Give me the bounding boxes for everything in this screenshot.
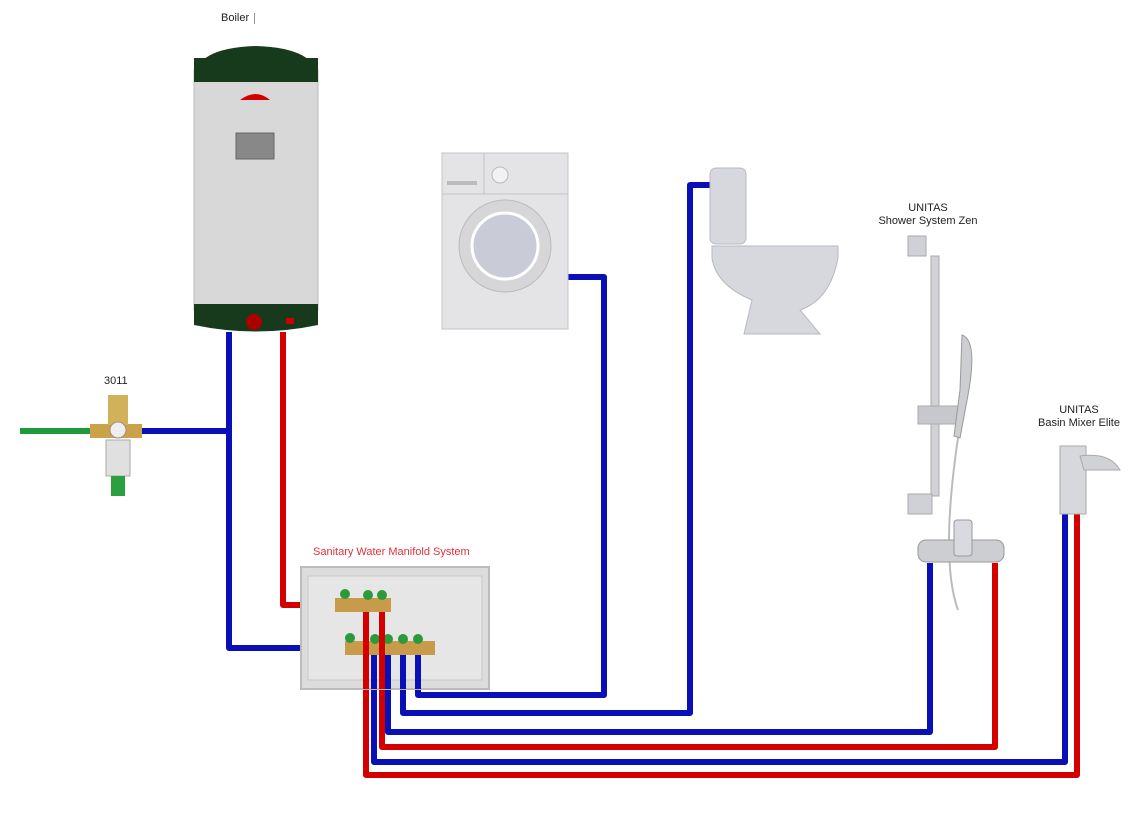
basin-label: UNITAS Basin Mixer Elite [1024,404,1134,430]
boiler-hot-pipe [280,332,340,608]
shower-cold-pipe [385,563,933,735]
shower-brand: UNITAS [908,202,948,214]
cursor-bar [254,13,255,24]
basin-cold-pipe [371,510,1068,765]
washing-machine [441,152,569,330]
basin-mixer [1059,445,1121,515]
basin-hot-pipe [363,510,1080,778]
toilet [709,167,839,335]
basin-brand: UNITAS [1059,404,1099,416]
basin-name: Basin Mixer Elite [1038,417,1120,429]
toilet-pipe [400,182,712,716]
cold-main-pipe [140,332,305,651]
boiler-label: Boiler [221,12,250,24]
manifold-label: Sanitary Water Manifold System [313,546,470,558]
shower-system [907,235,1005,611]
boiler [193,46,319,332]
shower-name: Shower System Zen [878,215,978,227]
manifold-box [300,566,490,690]
filter-label: 3011 [104,375,128,387]
filter-3011 [90,395,142,496]
shower-label: UNITAS Shower System Zen [868,202,988,228]
